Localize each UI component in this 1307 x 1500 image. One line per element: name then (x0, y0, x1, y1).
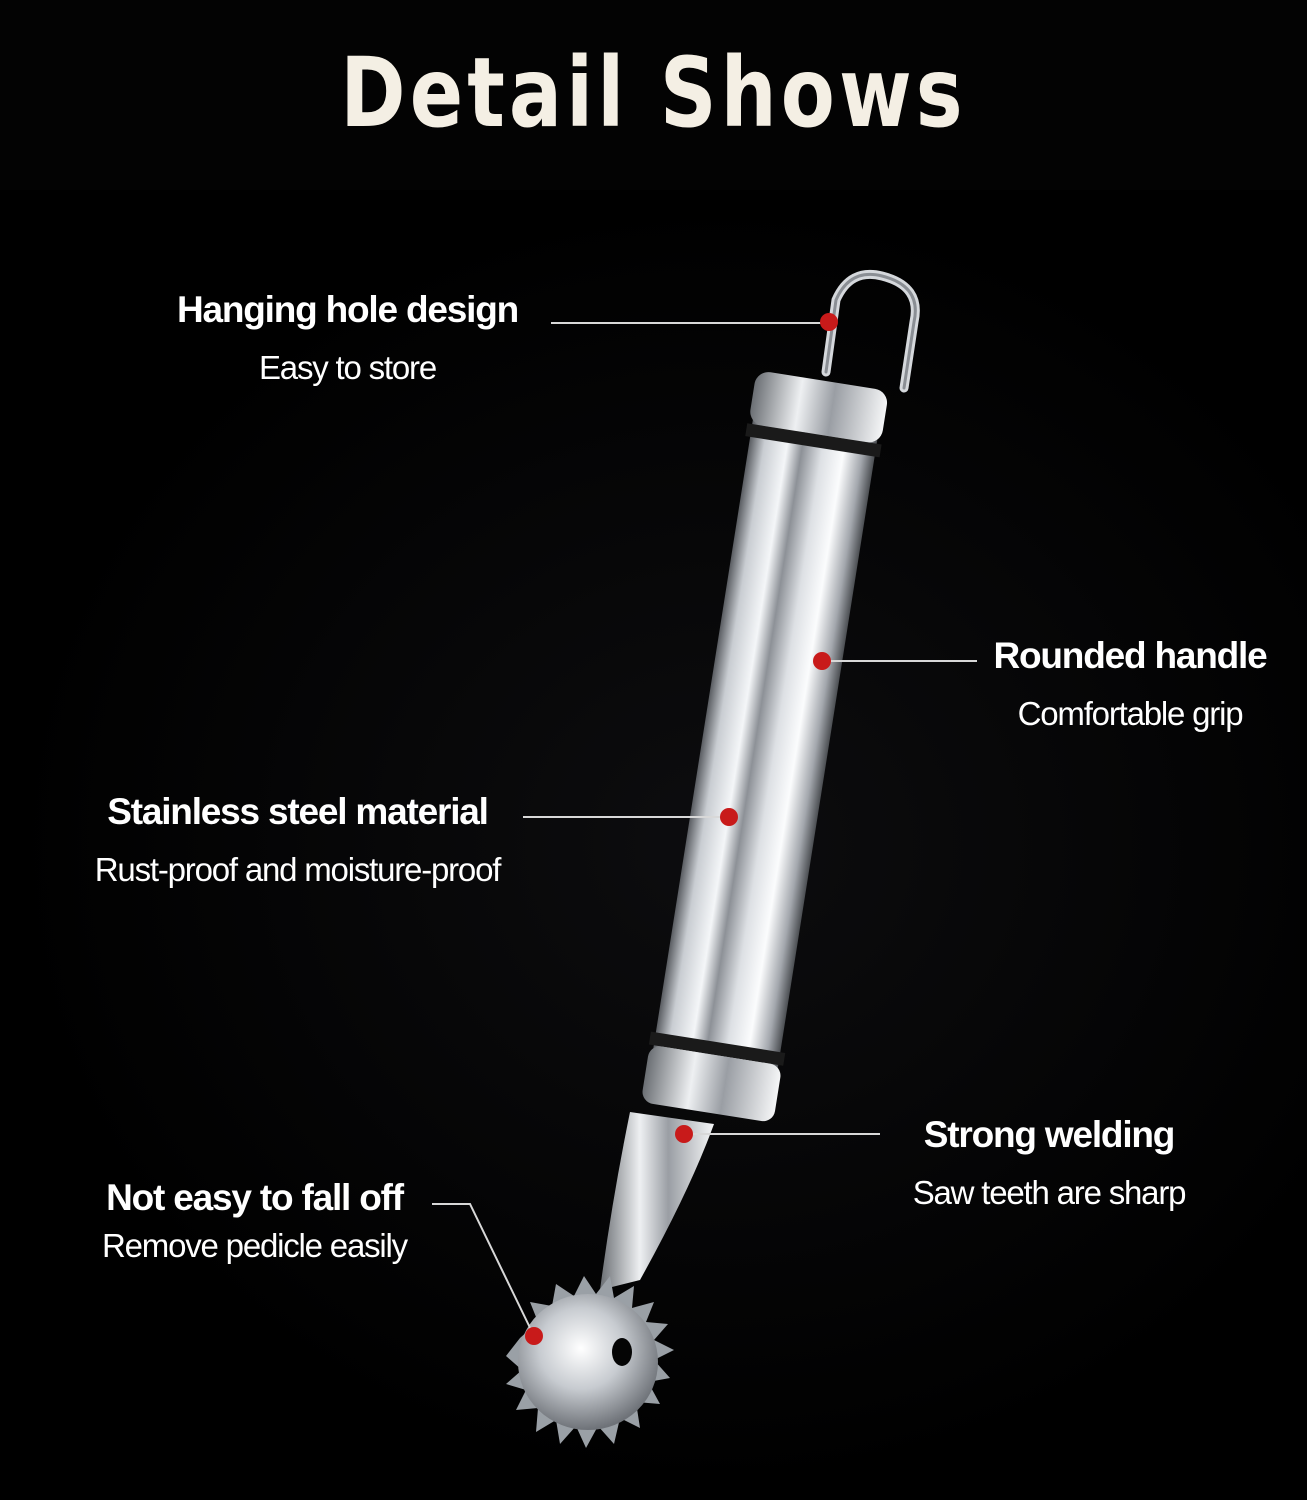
callout-subtitle: Saw teeth are sharp (912, 1174, 1187, 1211)
corer-neck (600, 1112, 714, 1290)
callout-strong-welding: Strong welding Saw teeth are sharp (890, 1113, 1208, 1215)
header-banner: Detail Shows (0, 0, 1307, 190)
marker-dots (525, 313, 838, 1345)
steel-handle (642, 372, 888, 1122)
callout-rounded-handle: Rounded handle Comfortable grip (975, 634, 1285, 736)
marker-dot-stainless-steel (720, 808, 738, 826)
callout-title: Not easy to fall off (106, 1177, 404, 1218)
leader-lines (432, 322, 977, 1337)
marker-dot-strong-welding (675, 1125, 693, 1143)
callout-subtitle: Comfortable grip (1017, 695, 1244, 732)
serrated-corer-head (506, 1276, 674, 1448)
callout-subtitle: Rust-proof and moisture-proof (94, 851, 502, 888)
callout-subtitle: Remove pedicle easily (102, 1227, 408, 1264)
callout-subtitle: Easy to store (259, 349, 437, 386)
content-area (0, 190, 1307, 1500)
callout-not-easy-to-fall-off: Not easy to fall off Remove pedicle easi… (82, 1176, 427, 1268)
callout-title: Rounded handle (993, 635, 1267, 676)
page-title: Detail Shows (340, 37, 967, 149)
callout-title: Hanging hole design (176, 289, 519, 330)
marker-dot-rounded-handle (813, 652, 831, 670)
marker-dot-hanging-hole (820, 313, 838, 331)
callout-title: Strong welding (923, 1114, 1176, 1155)
callout-title: Stainless steel material (107, 791, 489, 832)
callout-hanging-hole: Hanging hole design Easy to store (160, 288, 535, 390)
callout-stainless-steel: Stainless steel material Rust-proof and … (70, 790, 525, 892)
leader-line-not-easy-to-fall-off (432, 1203, 535, 1337)
marker-dot-not-easy-to-fall-off (525, 1327, 543, 1345)
hanging-loop (821, 270, 920, 393)
